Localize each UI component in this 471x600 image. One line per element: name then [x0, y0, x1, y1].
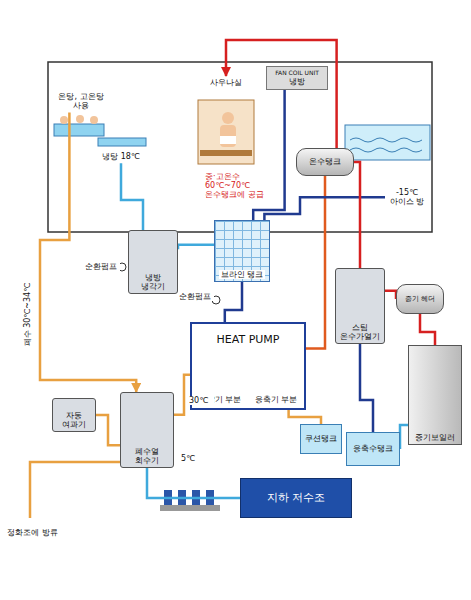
hot-water-tank: 온수탱크: [296, 148, 354, 176]
ice-room-pool: [345, 125, 430, 160]
pump-set: [160, 490, 220, 511]
node-text: 폐수열 회수기: [124, 447, 170, 465]
drain-pipe: [30, 462, 120, 518]
node-text: 지하 저수조: [267, 492, 326, 505]
cold-bath-picture: [98, 138, 146, 146]
node-text: 온탕, 고온탕 사용: [55, 92, 107, 110]
pipe-connector: [306, 176, 325, 348]
pipe-connector: [354, 162, 360, 268]
pipe-connector: [253, 90, 284, 220]
text-label: 중·고온수 60℃~70℃ 온수탱크에 공급: [204, 172, 266, 200]
text-label: 순환펌프: [84, 262, 120, 271]
underground-reservoir: 지하 저수조: [240, 478, 352, 518]
room-zone: 사우나실: [196, 76, 256, 89]
pipe-connector: [226, 40, 337, 148]
pipe-connector: [360, 344, 373, 432]
node-text: 자동 여과기: [56, 411, 92, 429]
node-text: 응축수탱크: [353, 444, 393, 453]
room-zone: -15℃ 아이스 방: [385, 186, 429, 208]
node-text: -15℃ 아이스 방: [388, 188, 426, 206]
node-text: 냉탕 18℃: [102, 152, 140, 161]
pipe-connector: [178, 245, 214, 249]
node-text: 브라인 탱크: [219, 270, 266, 279]
pipe-connector: [420, 314, 435, 345]
node-text: FAN COIL UNIT: [275, 70, 319, 77]
steam-heater: 스팀 온수가열기: [335, 268, 385, 344]
chiller-exchanger: 냉방 냉각기: [128, 230, 178, 294]
node-text: 냉방 냉각기: [132, 273, 174, 291]
pipe-connector: [147, 468, 240, 498]
steam-boiler: 증기보일러: [408, 345, 462, 445]
pipe-connector: [400, 425, 408, 449]
node-text: 사우나실: [210, 78, 242, 87]
steam-header: 증기 헤더: [396, 284, 444, 314]
node-text: 증기 헤더: [405, 295, 435, 303]
text-label: 정화조에 방류: [6, 528, 68, 537]
node-text: 응축기 부분: [255, 395, 298, 404]
brine-tank: 브라인 탱크: [214, 220, 270, 282]
condensate-tank: 응축수탱크: [346, 432, 400, 466]
text-label: 5℃: [180, 454, 202, 463]
node-text: 온수탱크: [309, 157, 341, 166]
node-text: 스팀 온수가열기: [339, 323, 381, 341]
pipe-connector: [121, 163, 143, 230]
fan-coil-unit: FAN COIL UNIT냉방: [266, 66, 328, 90]
text-label: 30℃: [188, 396, 214, 405]
pipe-connector: [385, 291, 396, 299]
pipe-connector: [174, 375, 190, 415]
text-label: 순환펌프: [178, 292, 214, 301]
heat-recovery-exchanger: 폐수열 회수기: [120, 392, 174, 468]
bath-zone: 온탕, 고온탕 사용: [52, 90, 110, 112]
node-text: 쿠션탱크: [305, 434, 337, 443]
pipe-note: 폐수 30℃~34℃: [23, 282, 32, 348]
auto-filter: 자동 여과기: [52, 398, 96, 432]
pipe-connector: [225, 282, 242, 322]
pipe-connector: [289, 410, 321, 424]
hot-bath-picture: [54, 115, 104, 136]
pipe-connector: [264, 197, 385, 220]
node-text: 냉방: [289, 77, 305, 86]
pipe-connector: [96, 415, 120, 445]
node-text: HEAT PUMP: [217, 334, 280, 347]
node-text: 증기보일러: [415, 433, 455, 442]
bath-zone: 냉탕 18℃: [96, 150, 146, 163]
sauna-picture: [198, 100, 254, 164]
cushion-tank: 쿠션탱크: [300, 424, 342, 454]
building-outline: [48, 62, 432, 232]
